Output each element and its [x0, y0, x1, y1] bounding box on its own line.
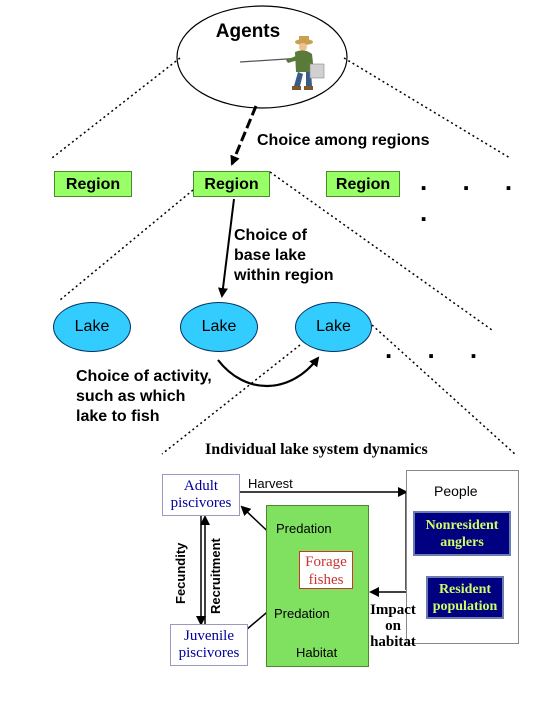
fan-line [59, 189, 194, 301]
juvenile-line: Juvenile [184, 628, 234, 644]
impact-line: Impact [370, 602, 416, 618]
impact-label: Impact on habitat [370, 602, 416, 650]
fan-line [343, 57, 511, 159]
region-box-3: Region [326, 171, 400, 197]
forage-line: Forage [305, 554, 347, 570]
juvenile-line: piscivores [178, 645, 240, 661]
base-lake-line: Choice of [234, 227, 307, 244]
subsystem-title: Individual lake system dynamics [205, 441, 428, 458]
habitat-label: Habitat [296, 645, 338, 660]
people-label: People [434, 483, 478, 499]
resident-population-box: Resident population [426, 576, 504, 619]
fan-line [371, 324, 517, 456]
forage-fishes-box: Forage fishes [299, 551, 353, 589]
fan-line [51, 57, 181, 159]
activity-line: such as which [76, 388, 186, 405]
forage-line: fishes [308, 572, 344, 588]
fisherman-icon [240, 36, 325, 90]
resident-line: Resident [438, 582, 492, 597]
lake-1: Lake [53, 302, 131, 352]
base-lake-label: Choice of base lake within region [234, 226, 334, 286]
activity-arrow [217, 356, 320, 388]
lake-2: Lake [180, 302, 258, 352]
resident-line: population [432, 599, 498, 614]
base-lake-line: within region [234, 267, 334, 284]
agents-ellipse [176, 5, 348, 109]
fecundity-label: Fecundity [173, 542, 188, 604]
adult-line: piscivores [170, 495, 232, 511]
impact-line: on [385, 618, 401, 634]
recruitment-label: Recruitment [208, 538, 223, 614]
nonresident-line: anglers [440, 535, 484, 550]
region-box-1: Region [54, 171, 132, 197]
harvest-label: Harvest [248, 476, 293, 491]
predation-label-bottom: Predation [274, 606, 330, 621]
region-box-2: Region [193, 171, 270, 197]
juvenile-piscivores-box: Juvenile piscivores [170, 624, 248, 666]
fan-line [161, 344, 301, 455]
fan-line [269, 171, 493, 331]
region-continuation: . . . . [420, 166, 527, 227]
activity-line: Choice of activity, [76, 368, 212, 385]
predation-label-top: Predation [276, 521, 332, 536]
nonresident-line: Nonresident [425, 518, 499, 533]
agents-title: Agents [215, 21, 281, 42]
impact-line: habitat [370, 634, 416, 650]
choice-regions-label: Choice among regions [257, 132, 430, 149]
activity-label: Choice of activity, such as which lake t… [76, 367, 212, 427]
adult-line: Adult [183, 478, 219, 494]
base-lake-line: base lake [234, 247, 307, 264]
lake-3: Lake [295, 302, 372, 352]
nonresident-anglers-box: Nonresident anglers [413, 511, 511, 556]
choice-regions-arrow [230, 105, 258, 166]
activity-line: lake to fish [76, 408, 160, 425]
adult-piscivores-box: Adult piscivores [162, 474, 240, 516]
lake-continuation: . . . [385, 334, 492, 364]
base-lake-arrow [218, 198, 235, 298]
